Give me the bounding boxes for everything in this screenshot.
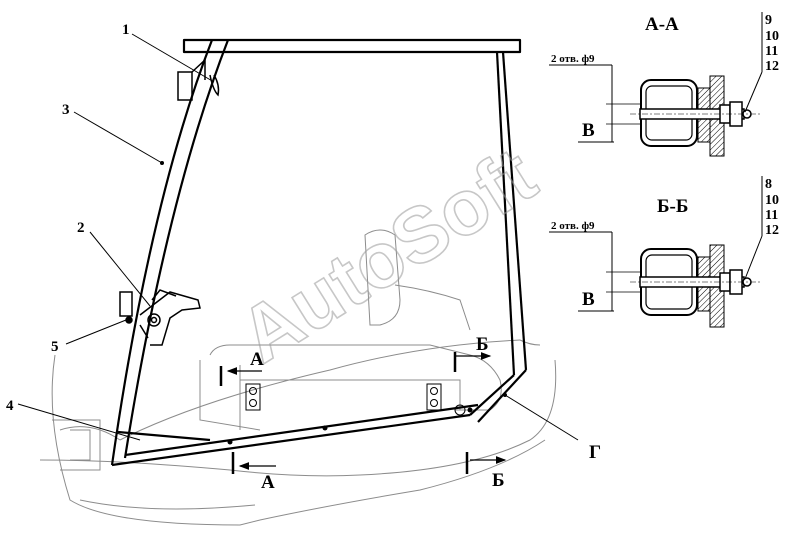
detail-bb-part-3: 12 (765, 223, 779, 238)
section-label-a-lower: А (261, 472, 275, 493)
detail-section-aa: А-А 2 отв. ф9 В 9 10 11 12 (549, 12, 779, 157)
section-label-b-lower: Б (492, 470, 505, 491)
watermark-text: AutoSoft (224, 130, 550, 379)
leader-dot-g (503, 393, 507, 397)
leader-dot-3 (160, 161, 164, 165)
callout-3: 3 (62, 102, 70, 118)
mount-plate-right (426, 383, 442, 411)
detail-bb-part-2: 11 (765, 208, 778, 223)
callout-2: 2 (77, 220, 85, 236)
detail-bb-title: Б-Б (657, 196, 688, 217)
callout-g: Г (589, 442, 601, 463)
section-mark-a-upper: А (219, 349, 264, 386)
detail-bb-view-label: В (582, 289, 595, 310)
mount-plate-left (245, 383, 261, 411)
detail-aa-part-1: 10 (765, 29, 779, 44)
sill-rivets (227, 407, 473, 445)
detail-aa-part-0: 9 (765, 13, 772, 28)
detail-section-bb: Б-Б 2 отв. ф9 В 8 10 11 12 (549, 176, 779, 328)
detail-bb-hole-note: 2 отв. ф9 (551, 220, 595, 232)
door-frame (110, 38, 528, 467)
door-latch (139, 289, 201, 346)
pillar-hinge (119, 291, 133, 324)
section-mark-b-upper: Б (453, 334, 492, 372)
detail-aa-view-label: В (582, 120, 595, 141)
section-mark-b-lower: Б (465, 452, 507, 491)
section-label-a-upper: А (250, 349, 264, 370)
detail-aa-hole-note: 2 отв. ф9 (551, 53, 595, 65)
callout-5: 5 (51, 339, 59, 355)
detail-bb-part-1: 10 (765, 193, 779, 208)
detail-aa-title: А-А (645, 14, 679, 35)
bolt-lower-right (454, 404, 466, 416)
detail-aa-part-3: 12 (765, 59, 779, 74)
callout-4: 4 (6, 398, 14, 414)
top-bracket (177, 58, 220, 101)
detail-aa-part-2: 11 (765, 44, 778, 59)
leader-lines (17, 33, 579, 441)
section-label-b-upper: Б (476, 334, 489, 355)
callout-1: 1 (122, 22, 130, 38)
detail-bb-part-0: 8 (765, 177, 772, 192)
section-mark-a-lower: А (231, 452, 276, 493)
